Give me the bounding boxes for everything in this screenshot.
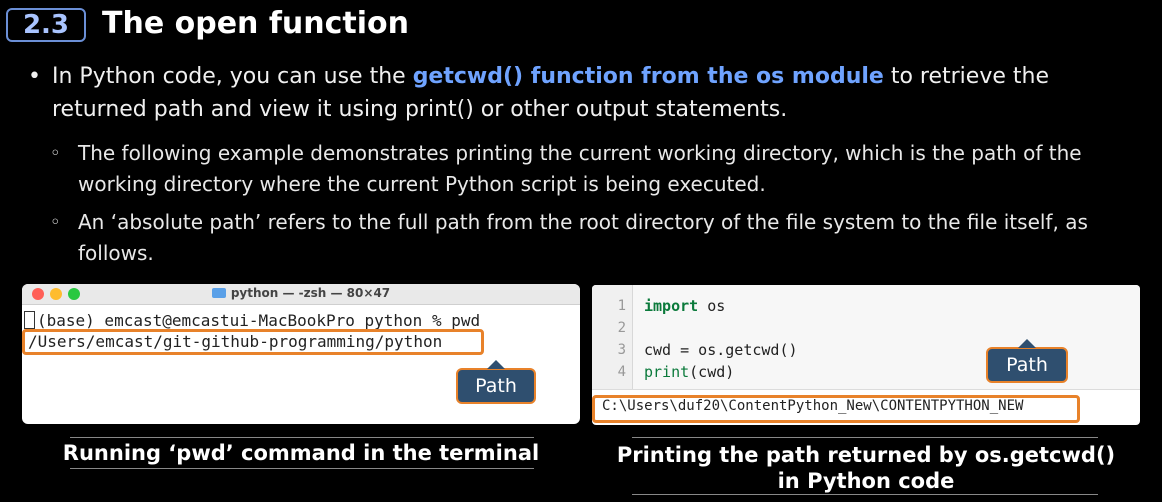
terminal-caption-rule-bottom xyxy=(70,468,534,469)
terminal-prompt-line: (base) emcast@emcastui-MacBookPro python… xyxy=(24,311,480,330)
sub-bullet-1-text: The following example demonstrates print… xyxy=(78,141,1082,196)
code-caption: Printing the path returned by os.getcwd(… xyxy=(592,442,1140,494)
close-window-icon[interactable] xyxy=(32,288,44,300)
keyword-import: import xyxy=(644,297,699,315)
path-tag-code: Path xyxy=(986,339,1068,383)
output-highlight-box xyxy=(592,395,1080,423)
code-line-4-rest: (cwd) xyxy=(689,363,735,381)
path-highlight-box xyxy=(22,329,484,355)
code-caption-rule-bottom xyxy=(632,494,1098,495)
main-bullet-highlight: getcwd() function from the os module xyxy=(412,64,884,89)
cursor-icon xyxy=(24,311,35,329)
sub-bullet-2-text: An ‘absolute path’ refers to the full pa… xyxy=(78,210,1088,265)
code-caption-line-2: in Python code xyxy=(777,469,955,493)
code-output: C:\Users\duf20\ContentPython_New\CONTENT… xyxy=(602,398,1024,414)
line-number: 1 xyxy=(617,298,626,314)
section-badge: 2.3 xyxy=(6,8,86,42)
code-line-4: print(cwd) xyxy=(644,363,734,381)
line-number: 3 xyxy=(617,342,626,358)
line-number: 2 xyxy=(617,320,626,336)
terminal-window-title: python — -zsh — 80×47 xyxy=(22,286,580,300)
sub-bullet-2: ◦ An ‘absolute path’ refers to the full … xyxy=(50,207,1140,269)
sub-bullet-circle-icon: ◦ xyxy=(50,143,61,164)
main-bullet: • In Python code, you can use the getcwd… xyxy=(28,60,1138,126)
main-bullet-text: In Python code, you can use the getcwd()… xyxy=(52,60,1138,126)
terminal-titlebar: python — -zsh — 80×47 xyxy=(22,284,580,305)
code-panel: 1 2 3 4 import os cwd = os.getcwd() prin… xyxy=(592,285,1140,425)
code-line-1: import os xyxy=(644,297,725,315)
code-caption-line-1: Printing the path returned by os.getcwd(… xyxy=(616,443,1116,467)
terminal-output-line: /Users/emcast/git-github-programming/pyt… xyxy=(28,332,443,351)
maximize-window-icon[interactable] xyxy=(68,288,80,300)
minimize-window-icon[interactable] xyxy=(50,288,62,300)
terminal-window-title-text: python — -zsh — 80×47 xyxy=(230,286,391,300)
code-editor: 1 2 3 4 import os cwd = os.getcwd() prin… xyxy=(592,285,1140,390)
terminal-prompt-text: (base) emcast@emcastui-MacBookPro python… xyxy=(37,311,481,330)
code-line-1-rest: os xyxy=(698,297,726,315)
line-number-gutter: 1 2 3 4 xyxy=(592,285,633,389)
folder-icon xyxy=(211,288,226,298)
code-caption-rule xyxy=(632,437,1098,438)
bullet-dot-icon: • xyxy=(28,64,41,89)
line-number: 4 xyxy=(617,364,626,380)
code-line-3: cwd = os.getcwd() xyxy=(644,341,798,359)
path-tag: Path xyxy=(456,360,536,404)
terminal-caption: Running ‘pwd’ command in the terminal xyxy=(62,441,540,465)
sub-bullet-1: ◦ The following example demonstrates pri… xyxy=(50,138,1140,200)
main-bullet-suffix: to retrieve the returned path and view i… xyxy=(52,64,1049,122)
main-bullet-prefix: In Python code, you can use the xyxy=(52,64,413,89)
sub-bullet-circle-icon: ◦ xyxy=(50,212,61,233)
terminal-window: python — -zsh — 80×47 (base) emcast@emca… xyxy=(22,284,580,424)
page-title: The open function xyxy=(102,6,409,41)
terminal-caption-rule xyxy=(70,437,534,438)
builtin-print: print xyxy=(644,363,690,381)
